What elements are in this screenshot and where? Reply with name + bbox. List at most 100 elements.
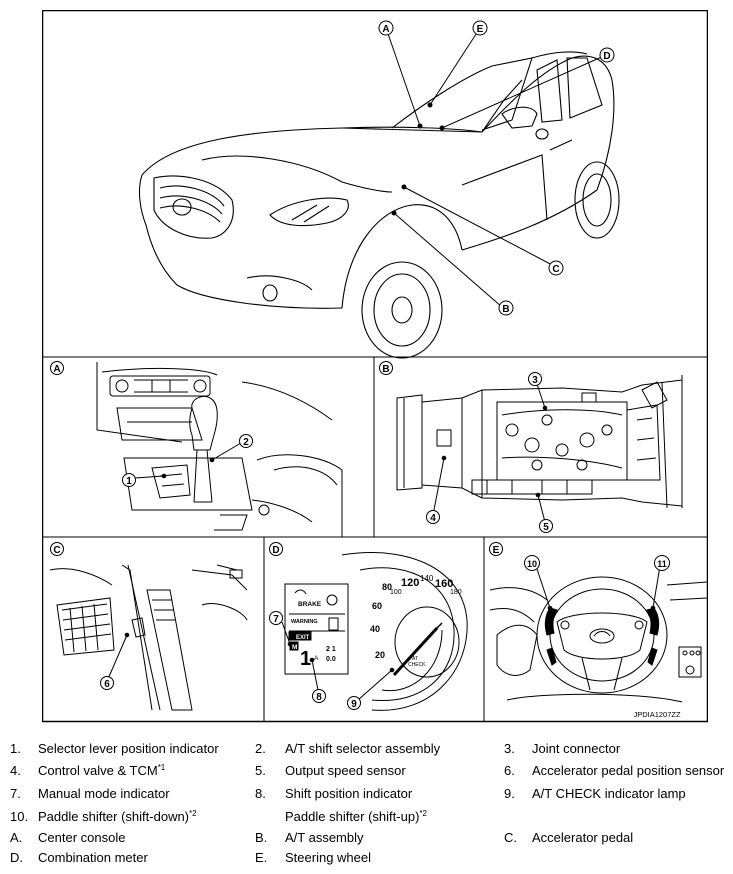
svg-text:9: 9 [351,699,357,710]
callout-8: 8 [312,689,326,703]
callout-c-main: C [548,260,564,276]
legend-number: A. [10,830,23,845]
center-console-illustration [96,362,343,537]
svg-text:A: A [314,655,319,662]
manual-mode-m: M [292,644,297,651]
legend-label: Control valve & TCM*1 [38,763,166,778]
callout-3: 3 [528,372,542,386]
speedometer: AT CHECK 20 40 60 80 100 120 140 160 180 [341,552,468,711]
legend-number: 1. [10,741,21,756]
odometer-line-2: 0.0 [326,656,336,663]
svg-text:6: 6 [104,679,110,690]
panel-b-label: B [379,361,393,375]
speed-label-40: 40 [370,624,380,634]
svg-text:8: 8 [316,692,322,703]
odometer-line-1: 2 1 [326,646,336,653]
svg-text:E: E [493,545,500,556]
speed-label-60: 60 [372,601,382,611]
legend-number: D. [10,850,23,865]
legend-number: E. [255,850,268,865]
legend-number: 6. [504,763,515,778]
component-legend: 1. Selector lever position indicator 2. … [0,737,733,874]
speed-label-160: 160 [435,578,453,590]
svg-text:AT: AT [412,656,418,662]
legend-label: Joint connector [532,741,621,756]
callout-4: 4 [426,510,440,524]
callout-2: 2 [239,434,253,448]
legend-label: Accelerator pedal position sensor [532,763,725,778]
component-location-figure: A E D C B A [42,10,708,723]
svg-text:CHECK: CHECK [408,662,426,668]
speed-label-20: 20 [375,650,385,660]
gear-position-text: 1 [300,648,311,670]
legend-number: C. [504,830,517,845]
panel-a-label: A [50,361,64,375]
panel-e-label: E [489,542,503,556]
legend-label: A/T assembly [285,830,364,845]
panel-d-label: D [269,542,283,556]
svg-text:A: A [382,24,389,35]
legend-number: 4. [10,763,21,778]
callout-d-main: D [599,47,615,63]
speed-label-80: 80 [382,582,392,592]
legend-label: Steering wheel [285,850,371,865]
callout-6: 6 [100,676,114,690]
svg-text:E: E [477,24,484,35]
callout-b-main: B [498,300,514,316]
legend-label: Paddle shifter (shift-down)*2 [38,809,197,824]
vehicle-illustration [138,51,620,359]
svg-text:D: D [603,51,610,62]
svg-text:1: 1 [126,476,132,487]
svg-text:2: 2 [243,437,249,448]
legend-number: 5. [255,763,266,778]
transmission-illustration [396,375,683,509]
exit-text: EXIT [296,635,310,641]
svg-text:A: A [53,364,60,375]
legend-label: A/T CHECK indicator lamp [532,786,686,801]
svg-text:10: 10 [527,559,537,569]
legend-label: Combination meter [38,850,148,865]
legend-number: 7. [10,786,21,801]
legend-number: B. [255,830,268,845]
legend-label: Manual mode indicator [38,786,170,801]
figure-frame [42,10,708,723]
legend-label: Shift position indicator [285,786,413,801]
svg-text:B: B [502,304,509,315]
callout-a-main: A [378,20,394,36]
legend-number: 10. [10,809,29,824]
legend-label: Center console [38,830,126,845]
svg-text:5: 5 [543,522,549,533]
svg-text:11: 11 [657,559,667,569]
panel-c-label: C [50,542,64,556]
legend-number: 8. [255,786,266,801]
callout-1: 1 [122,473,136,487]
callout-10: 10 [524,555,540,571]
svg-text:3: 3 [532,375,538,386]
callout-11: 11 [654,555,670,571]
callout-7: 7 [269,611,283,625]
speed-label-120: 120 [401,577,419,589]
legend-label: A/T shift selector assembly [285,741,441,756]
legend-label: Accelerator pedal [532,830,634,845]
callout-e-main: E [472,20,488,36]
speed-label-100: 100 [390,589,402,596]
callout-5: 5 [539,519,553,533]
callout-9: 9 [347,696,361,710]
pedal-illustration [49,564,248,711]
svg-text:B: B [382,364,389,375]
figure-code: JPDIA1207ZZ [633,710,681,719]
speed-label-180: 180 [450,589,462,596]
steering-wheel-illustration [489,576,708,703]
svg-text:D: D [272,545,279,556]
information-display: BRAKE WARNING EXIT M 1 A 2 1 0.0 [284,583,349,675]
legend-number: 9. [504,786,515,801]
brake-warning-text: BRAKE [298,601,322,608]
warning-text: WARNING [291,619,318,625]
legend-label: Selector lever position indicator [38,741,219,756]
legend-number: 3. [504,741,515,756]
legend-number: 2. [255,741,266,756]
svg-text:7: 7 [273,614,279,625]
legend-label: Output speed sensor [285,763,406,778]
legend-label: Paddle shifter (shift-up)*2 [285,809,427,824]
svg-text:C: C [53,545,60,556]
